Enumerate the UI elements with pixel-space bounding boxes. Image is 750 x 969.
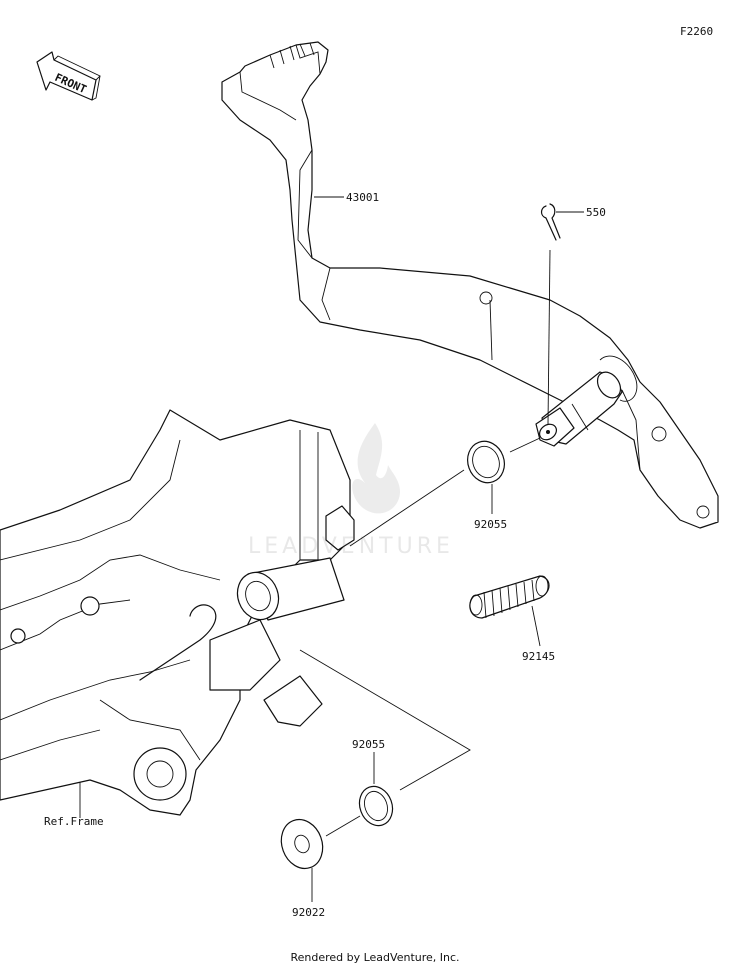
front-arrow-icon: FRONT xyxy=(36,51,101,101)
leader-lower-assembly xyxy=(299,649,471,791)
label-92055-upper[interactable]: 92055 xyxy=(474,518,507,531)
diagram-code: F2260 xyxy=(680,25,713,38)
label-ref-frame[interactable]: Ref.Frame xyxy=(44,815,104,828)
o-ring-upper[interactable] xyxy=(462,436,510,488)
washer[interactable] xyxy=(275,814,330,875)
label-43001[interactable]: 43001 xyxy=(346,191,379,204)
leadventure-watermark: LEADVENTURE xyxy=(248,423,454,559)
svg-text:LEADVENTURE: LEADVENTURE xyxy=(248,534,454,559)
o-ring-lower[interactable] xyxy=(354,782,398,831)
label-550[interactable]: 550 xyxy=(586,206,606,219)
leader-cotter-pin xyxy=(547,249,551,425)
label-92145[interactable]: 92145 xyxy=(522,650,555,663)
frame[interactable] xyxy=(0,409,355,816)
leader-shaft-line xyxy=(349,469,465,547)
cotter-pin[interactable] xyxy=(540,203,561,241)
label-92055-lower[interactable]: 92055 xyxy=(352,738,385,751)
return-spring[interactable] xyxy=(469,575,550,619)
footer-credit: Rendered by LeadVenture, Inc. xyxy=(290,951,460,964)
pivot-shaft xyxy=(535,371,623,447)
label-92022[interactable]: 92022 xyxy=(292,906,325,919)
